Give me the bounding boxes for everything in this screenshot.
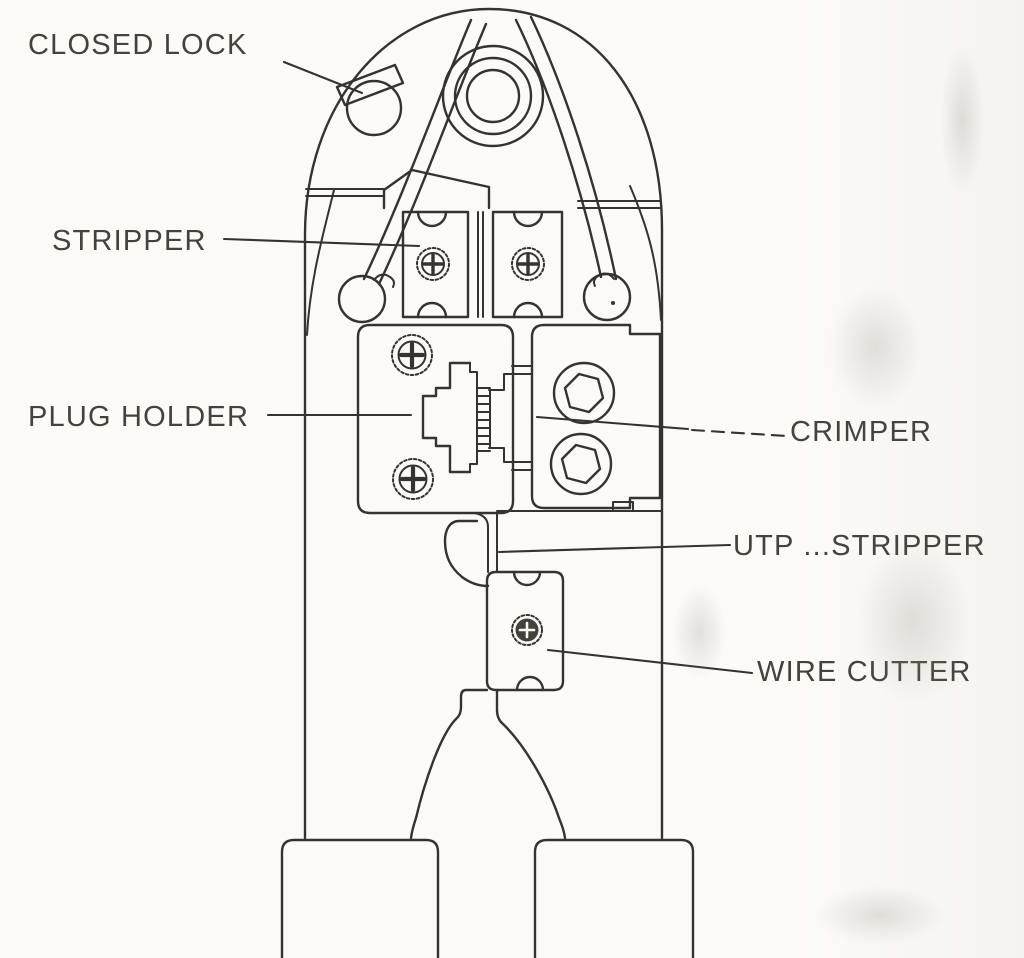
- stripper-leader: [222, 237, 421, 248]
- label-stripper: STRIPPER: [52, 225, 207, 257]
- handle-right: [533, 838, 695, 958]
- crimper-leader: [535, 415, 690, 431]
- stripper-screw-left: [416, 247, 450, 281]
- pivot-bolt-rings: [441, 44, 545, 148]
- handle-left: [280, 838, 440, 958]
- crimper-die-jaws: [488, 365, 533, 471]
- label-utp-stripper: UTP ...STRIPPER: [733, 530, 986, 562]
- head-shelf-lines: [305, 168, 662, 210]
- stripper-blocks: [401, 210, 564, 319]
- closed-lock-latch: [335, 63, 405, 137]
- neck-and-utp-stripper: [443, 501, 663, 588]
- tool-body-outline: [303, 7, 664, 840]
- label-wire-cutter: WIRE CUTTER: [757, 656, 972, 688]
- rj45-plug-profile: [421, 361, 491, 474]
- hex-bolt-bottom: [549, 432, 613, 496]
- label-crimper: CRIMPER: [790, 416, 933, 448]
- crimper-block: [530, 323, 662, 510]
- pivot-circle-left: [337, 273, 395, 324]
- closed-lock-leader: [282, 60, 364, 95]
- crimper-leader-dashed: [690, 428, 789, 438]
- hex-bolt-top: [552, 361, 616, 425]
- callout-leader-lines: [222, 60, 789, 675]
- plug-holder-block: [356, 323, 515, 515]
- pivot-circle-right: [582, 272, 632, 322]
- plug-holder-screw-bottom: [392, 458, 434, 500]
- handle-arch: [409, 688, 567, 840]
- label-plug-holder: PLUG HOLDER: [28, 401, 250, 433]
- label-closed-lock: CLOSED LOCK: [28, 29, 248, 61]
- utp-stripper-leader: [497, 543, 732, 554]
- stripper-screw-right: [511, 247, 545, 281]
- plug-holder-screw-top: [391, 334, 433, 376]
- wire-cutter-leader: [546, 648, 754, 675]
- wire-cutter-block: [485, 570, 565, 692]
